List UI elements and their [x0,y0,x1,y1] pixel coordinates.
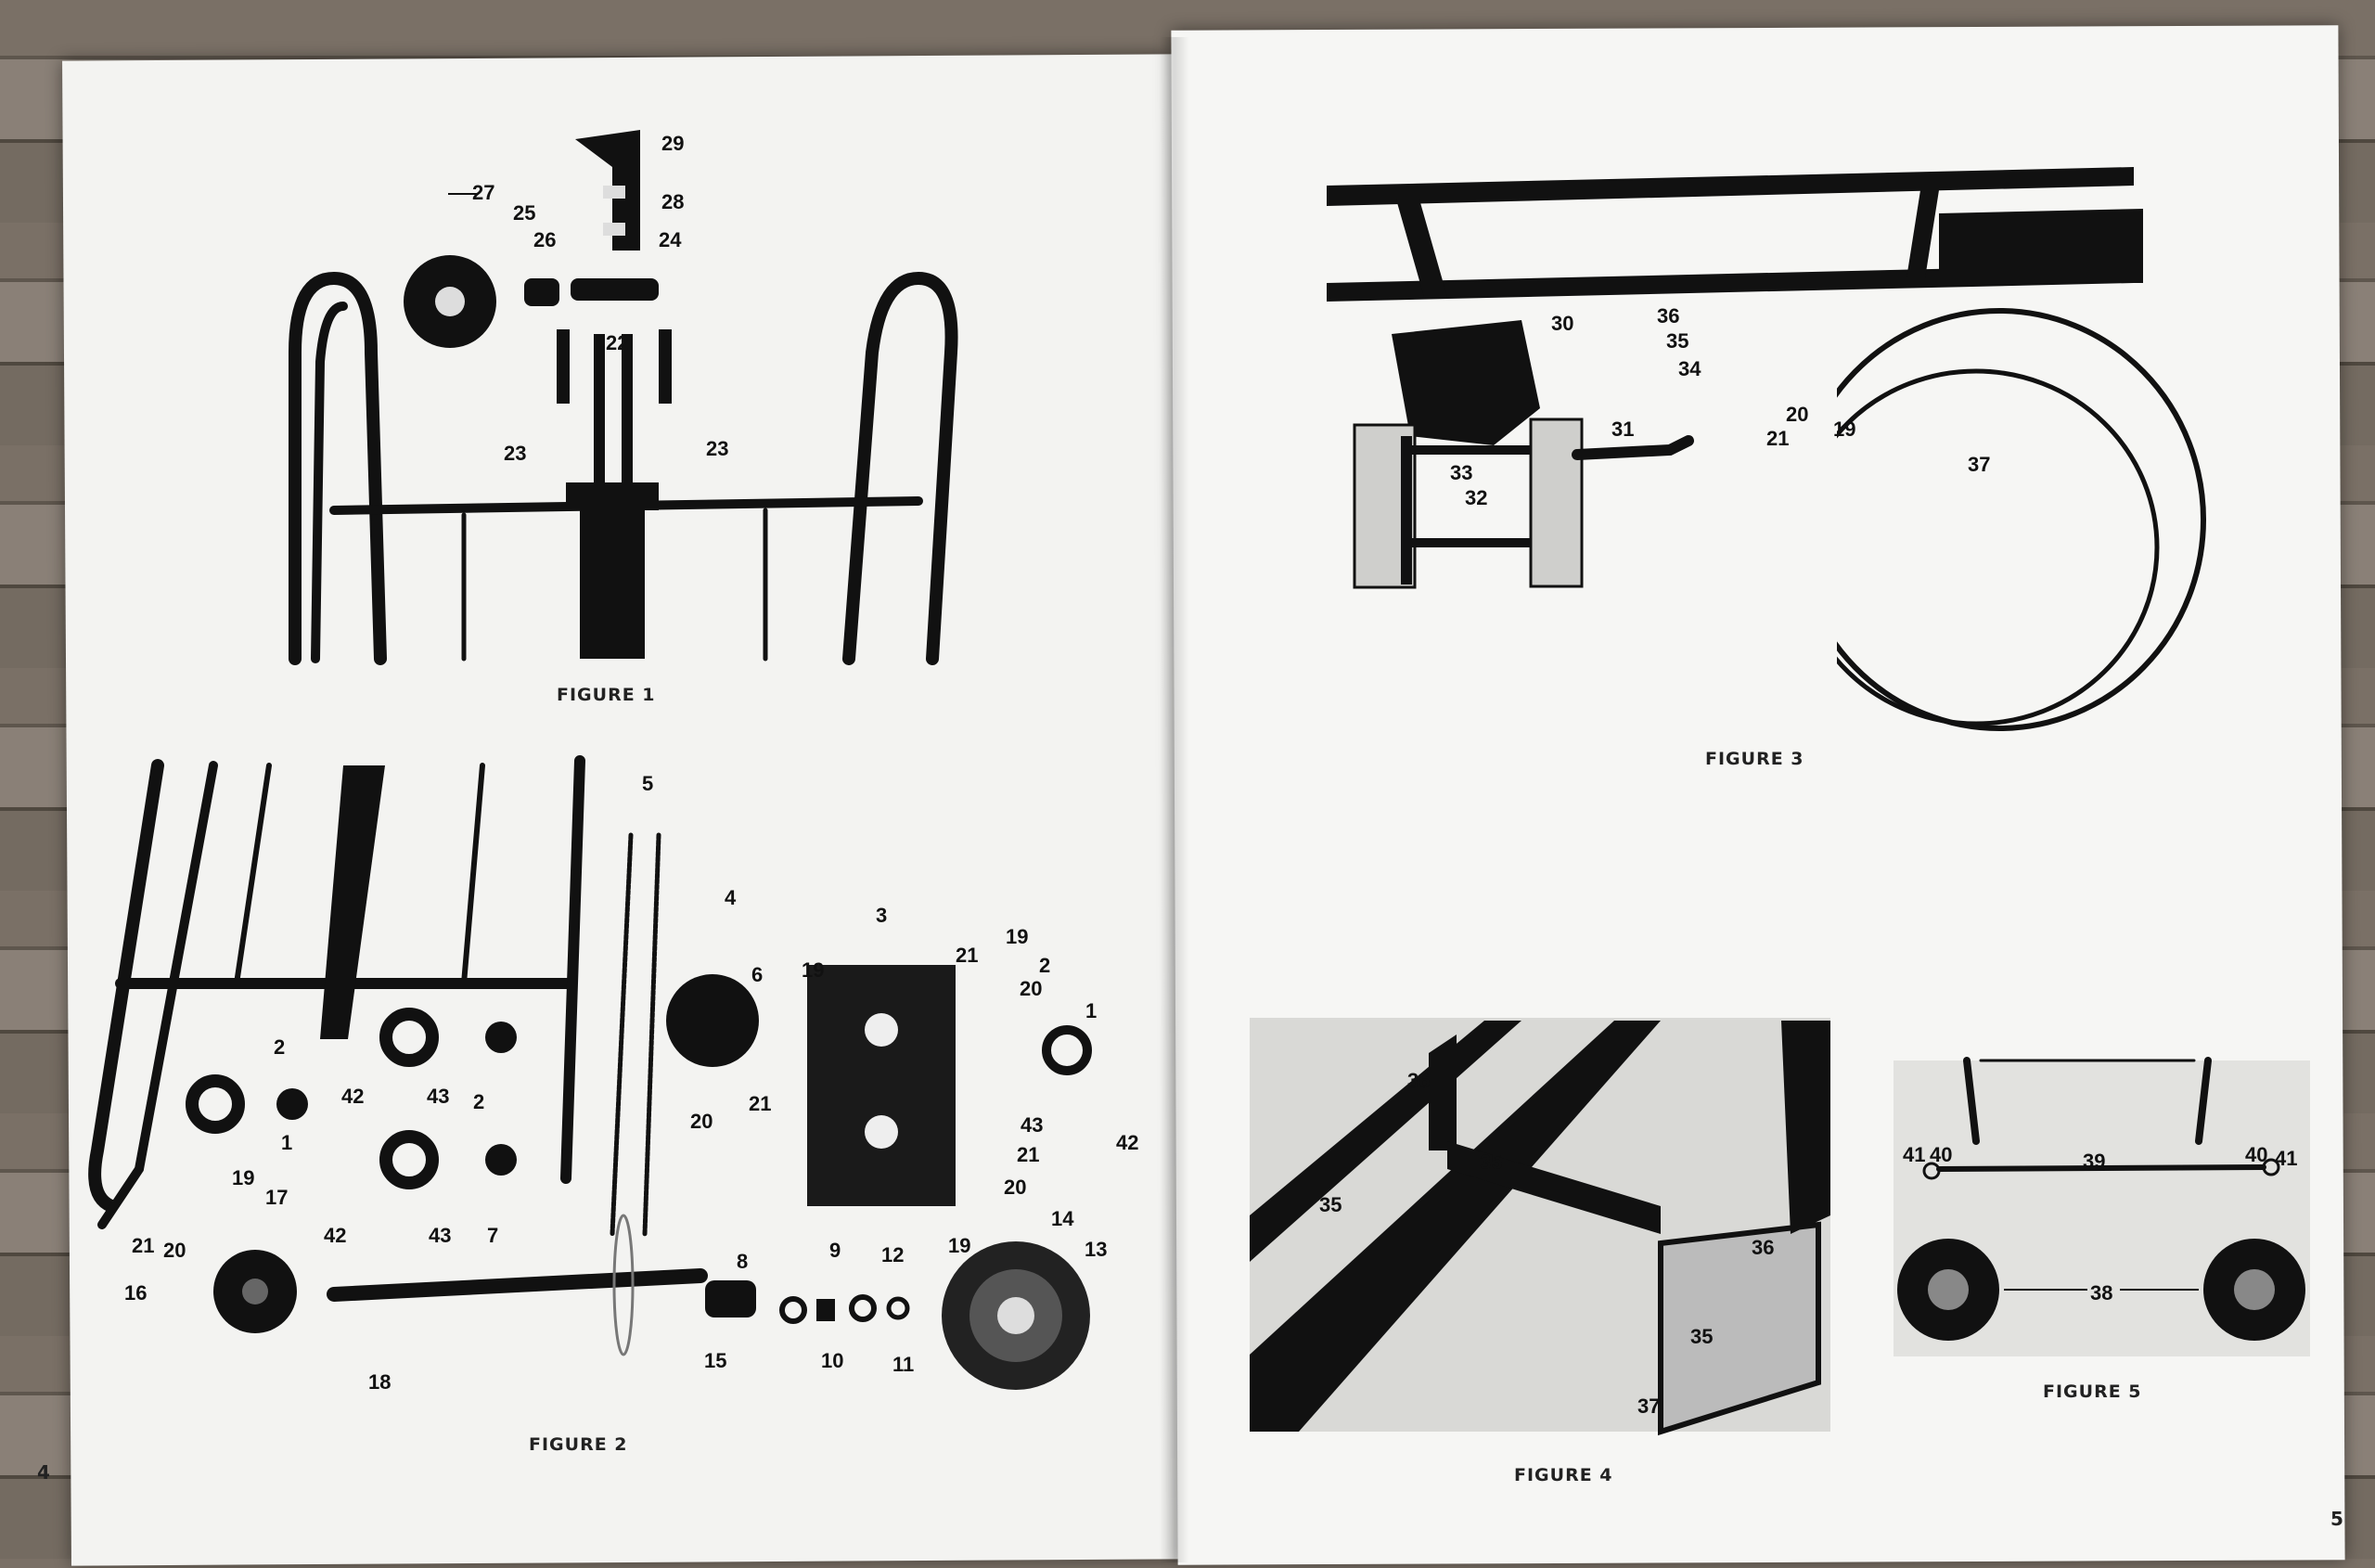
callout: 43 [1021,1113,1043,1137]
callout: 40 [2245,1143,2267,1166]
callout: 36 [1752,1236,1774,1259]
figure-2-callouts: 5 4 3 6 19 21 19 20 2 1 2 42 43 2 1 21 2… [37,772,1138,1484]
callout: 7 [487,1224,498,1247]
callout: 17 [265,1186,288,1209]
callout: 19 [232,1166,254,1189]
callout: 41 [1903,1143,1925,1166]
callout: 26 [533,228,556,251]
callout: 19 [1833,418,1855,441]
callout: 37 [1637,1394,1660,1418]
callout: 35 [1480,1150,1502,1174]
callout: 20 [1786,403,1808,426]
figure-5-callouts: 41 40 39 40 41 38 FIGURE 5 5 [1903,1143,2343,1530]
callout: 4 [725,886,737,909]
callout: 12 [881,1243,904,1266]
callout: 16 [124,1281,147,1305]
callout: 3 [876,904,887,927]
callout: 15 [704,1349,726,1372]
callout: 23 [706,437,728,460]
callout: 18 [368,1370,391,1394]
callout: 23 [504,442,526,465]
callout: 42 [341,1085,364,1108]
page-number-right: 5 [2330,1508,2343,1530]
callout: 41 [2275,1147,2297,1170]
callout: 29 [661,132,684,155]
callout: 32 [1465,486,1487,509]
callout: 43 [427,1085,449,1108]
callout: 11 [892,1353,914,1376]
book-gutter [1160,37,1189,1562]
figure-2-caption: FIGURE 2 [529,1434,628,1455]
callout: 27 [472,181,494,204]
figure-1-drawing [289,130,958,665]
figure-1-caption: FIGURE 1 [557,685,656,705]
callout: 22 [606,331,628,354]
callout: 39 [2083,1150,2105,1173]
callout: 36 [1407,1069,1430,1092]
callout: 43 [429,1224,451,1247]
figure-4-drawing [1250,1018,1830,1436]
callout: 37 [1968,453,1990,476]
callout: 19 [1006,925,1028,948]
callout: 38 [2090,1281,2112,1305]
figure-4-caption: FIGURE 4 [1514,1465,1613,1485]
callout: 24 [659,228,682,251]
callout: 34 [1678,357,1701,380]
callout: 5 [642,772,653,795]
callout: 42 [324,1224,346,1247]
figure-4-callouts: 36 35 35 36 35 37 FIGURE 4 [1319,1069,1774,1485]
figure-3-caption: FIGURE 3 [1705,749,1804,769]
callout: 30 [1551,312,1573,335]
callout: 20 [690,1110,712,1133]
callout: 20 [1004,1176,1026,1199]
callout: 31 [1611,418,1634,441]
figure-1-callouts: 29 28 27 25 26 24 22 23 23 FIGURE 1 [472,132,728,705]
callout: 10 [821,1349,843,1372]
callout: 9 [829,1239,841,1262]
callout: 42 [1116,1131,1138,1154]
callout: 20 [1020,977,1042,1000]
callout: 20 [163,1239,186,1262]
callout: 2 [473,1090,484,1113]
callout: 2 [274,1035,285,1059]
callout: 36 [1657,304,1679,328]
page-number-left: 4 [37,1461,50,1484]
callout: 8 [737,1250,748,1273]
callout: 28 [661,190,684,213]
callout: 33 [1450,461,1472,484]
figure-5-caption: FIGURE 5 [2043,1382,2142,1402]
callout: 14 [1051,1207,1074,1230]
callout: 13 [1085,1238,1107,1261]
callout: 21 [749,1092,771,1115]
callout: 35 [1690,1325,1713,1348]
callout: 19 [948,1234,970,1257]
callout: 35 [1319,1193,1342,1216]
figure-2-drawing [88,755,1092,1390]
callout: 1 [1085,999,1097,1022]
callout: 21 [132,1234,154,1257]
callout: 19 [802,958,824,982]
callout: 21 [1017,1143,1039,1166]
callout: 21 [1766,427,1789,450]
callout: 1 [281,1131,292,1154]
callout: 40 [1930,1143,1952,1166]
figure-5-drawing [1894,1057,2310,1356]
callout: 25 [513,201,535,225]
callout: 35 [1666,329,1688,353]
figure-3-drawing [1327,167,2206,731]
callout: 6 [751,963,763,986]
figure-3-callouts: 30 36 35 34 31 33 32 21 20 19 37 FIGURE … [1450,304,1990,769]
callout: 21 [956,944,978,967]
callout: 2 [1039,954,1050,977]
